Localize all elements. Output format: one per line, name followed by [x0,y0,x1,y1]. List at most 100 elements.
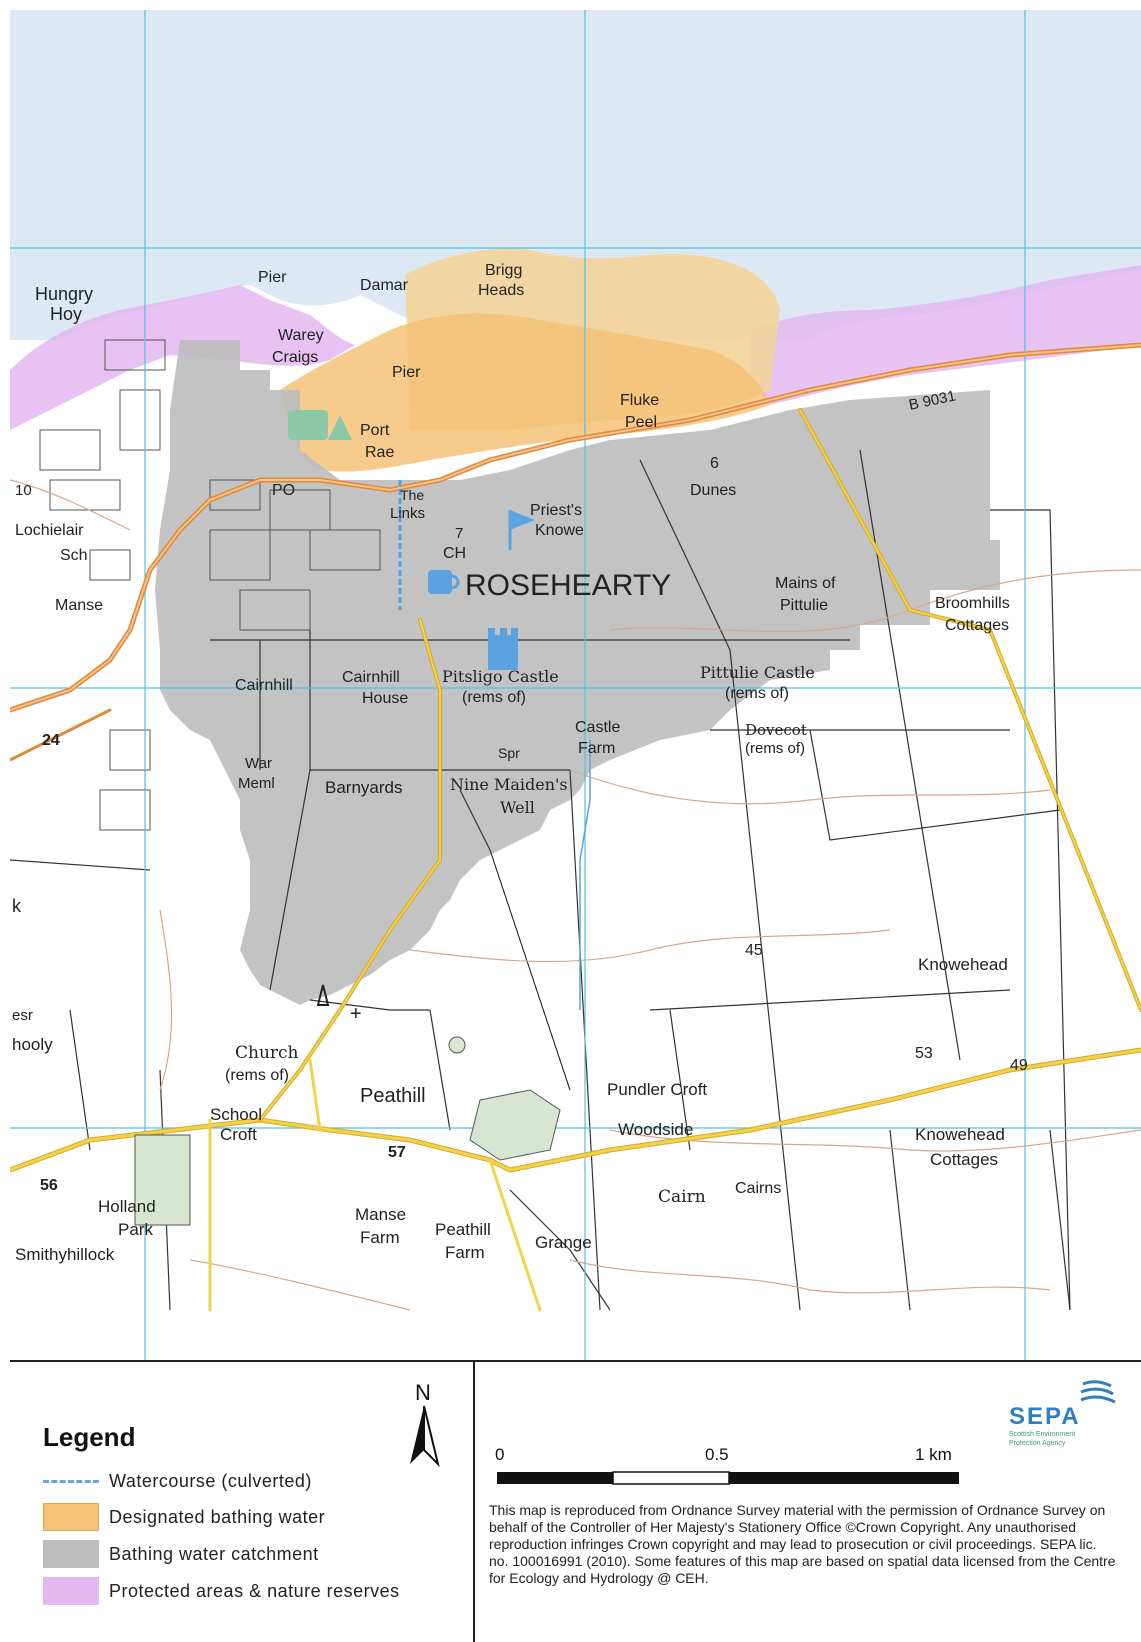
svg-text:Craigs: Craigs [272,349,318,366]
sepa-logo-icon: SEPA Scottish Environment Protection Age… [1009,1380,1116,1447]
svg-text:Heads: Heads [478,282,524,299]
svg-text:57: 57 [388,1144,406,1161]
roads [10,342,1141,1312]
svg-text:Pittulie: Pittulie [780,597,828,614]
svg-text:24: 24 [42,732,60,749]
svg-text:6: 6 [710,455,719,472]
svg-text:Cairnhill: Cairnhill [235,677,293,694]
svg-text:(rems of): (rems of) [462,689,526,706]
label-rosehearty: ROSEHEARTY [465,569,671,602]
legend-swatch [43,1479,99,1483]
svg-text:(rems of): (rems of) [745,740,805,757]
legend: N Legend Watercourse (culverted) Designa… [10,1362,475,1642]
legend-item-bathing-water: Designated bathing water [43,1502,325,1532]
svg-text:Port: Port [360,422,390,439]
svg-text:House: House [362,690,408,707]
svg-text:Cairn: Cairn [658,1187,706,1207]
castle-icon [488,628,518,670]
svg-text:Manse: Manse [55,597,103,614]
svg-text:Cairns: Cairns [735,1180,781,1197]
svg-text:Church: Church [235,1043,299,1063]
svg-text:Pier: Pier [392,364,421,381]
svg-text:7: 7 [455,525,463,542]
mug-icon [428,570,460,594]
svg-text:Knowehead: Knowehead [918,955,1008,974]
svg-text:PO: PO [272,482,295,499]
legend-item-watercourse: Watercourse (culverted) [43,1466,312,1496]
town-blocks [39,339,381,831]
svg-text:1 km: 1 km [915,1445,952,1464]
legend-label: Protected areas & nature reserves [109,1580,400,1601]
legend-label: Bathing water catchment [109,1543,319,1564]
svg-text:War: War [245,755,272,772]
svg-text:Grange: Grange [535,1233,592,1252]
map-canvas[interactable]: ROSEHEARTY Hungry Hoy Pier Damar Brigg H… [10,10,1141,1360]
north-arrow-icon: N [410,1380,440,1468]
map-symbols: + [288,410,535,1025]
bathing-water-beach [280,313,770,472]
svg-text:k: k [12,896,22,916]
svg-text:Protection Agency: Protection Agency [1009,1440,1066,1447]
svg-text:Barnyards: Barnyards [325,778,402,797]
svg-text:Holland: Holland [98,1197,156,1216]
map-info: SEPA Scottish Environment Protection Age… [475,1362,1141,1642]
protected-area-west [10,285,355,430]
svg-text:Sch: Sch [60,547,88,564]
svg-text:Hungry: Hungry [35,284,93,304]
svg-text:(rems of): (rems of) [225,1067,289,1084]
svg-text:Knowehead: Knowehead [915,1125,1005,1144]
svg-text:Dunes: Dunes [690,482,736,499]
svg-text:Cottages: Cottages [930,1150,998,1169]
svg-text:Hoy: Hoy [50,304,82,324]
svg-text:CH: CH [443,545,466,562]
svg-text:The: The [400,487,424,503]
svg-text:49: 49 [1010,1057,1028,1074]
woodland [134,1036,561,1226]
svg-text:Scottish Environment: Scottish Environment [1009,1431,1075,1438]
svg-text:Meml: Meml [238,775,275,792]
svg-text:Woodside: Woodside [618,1120,693,1139]
svg-text:Mains of: Mains of [775,575,836,592]
svg-text:Peathill: Peathill [360,1085,426,1107]
svg-text:10: 10 [15,482,32,499]
map-labels: ROSEHEARTY Hungry Hoy Pier Damar Brigg H… [12,262,1028,1264]
stream [579,740,591,1010]
svg-text:Pundler Croft: Pundler Croft [607,1080,707,1099]
legend-item-protected: Protected areas & nature reserves [43,1576,400,1606]
legend-title: Legend [43,1422,136,1452]
svg-text:SEPA: SEPA [1009,1403,1081,1430]
svg-text:0.5: 0.5 [705,1445,729,1464]
protected-area-east [750,265,1141,405]
svg-text:Priest's: Priest's [530,502,582,519]
svg-text:Farm: Farm [360,1228,400,1247]
svg-text:Park: Park [118,1220,153,1239]
svg-text:Damar: Damar [360,277,409,294]
svg-text:Fluke: Fluke [620,392,659,409]
svg-text:Warey: Warey [278,327,324,344]
svg-text:Farm: Farm [445,1243,485,1262]
legend-label: Designated bathing water [109,1506,326,1527]
legend-swatch [43,1503,99,1531]
svg-text:Smithyhillock: Smithyhillock [15,1245,115,1264]
svg-text:Peathill: Peathill [435,1220,491,1239]
svg-text:(rems of): (rems of) [725,685,789,702]
svg-text:Links: Links [390,505,425,522]
svg-text:56: 56 [40,1177,58,1194]
svg-text:Broomhills: Broomhills [935,595,1010,612]
camping-icon [288,410,352,440]
svg-text:Cairnhill: Cairnhill [342,669,400,686]
svg-text:45: 45 [745,942,763,959]
svg-text:Castle: Castle [575,719,620,736]
map-view[interactable]: ROSEHEARTY Hungry Hoy Pier Damar Brigg H… [10,10,1141,1360]
svg-text:Pier: Pier [258,269,287,286]
svg-text:Farm: Farm [578,740,615,757]
map-footer: N Legend Watercourse (culverted) Designa… [10,1360,1141,1642]
svg-text:Nine Maiden's: Nine Maiden's [450,775,568,794]
svg-text:School: School [210,1105,262,1124]
bathing-water-catchment [155,340,1000,1005]
legend-item-catchment: Bathing water catchment [43,1539,319,1569]
svg-text:Pittulie Castle: Pittulie Castle [700,663,815,682]
svg-text:Peel: Peel [625,414,657,431]
svg-text:Knowe: Knowe [535,522,584,539]
scale-bar: 0 0.5 1 km [495,1445,959,1485]
